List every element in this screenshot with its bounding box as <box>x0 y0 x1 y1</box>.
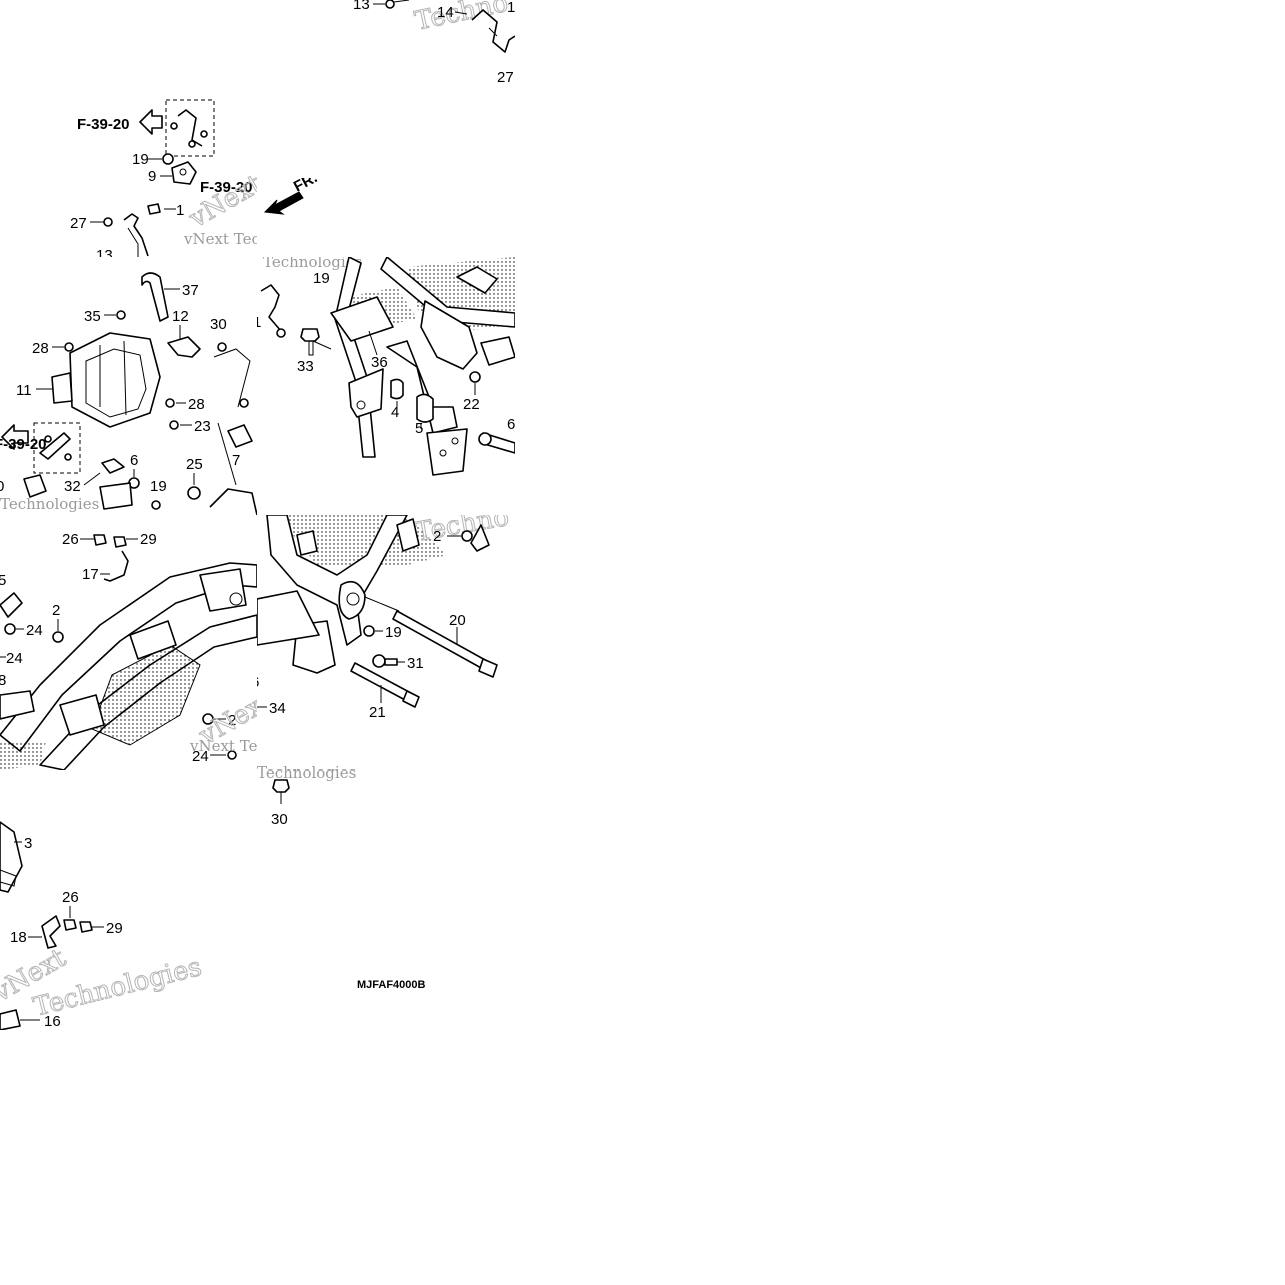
diagram-tile-upper-left: F-39-20 19 9 F-39-20 1 27 13 vNext <box>0 88 257 257</box>
callout-13: 13 <box>353 0 370 13</box>
callout-24: 24 <box>26 622 43 639</box>
arrow-left-icon <box>1 424 29 450</box>
frame-plate <box>426 428 468 476</box>
watermark-text: vNext Tec <box>183 230 257 248</box>
callout-27: 27 <box>497 69 514 86</box>
callout-6: 6 <box>130 452 138 469</box>
callout-19: 19 <box>313 270 330 287</box>
watermark-text: Technologies <box>263 257 362 271</box>
drawing-code: MJFAF4000B <box>357 979 426 991</box>
callout-1: 1 <box>257 314 261 331</box>
callout-12: 12 <box>172 308 189 325</box>
callout-20: 20 <box>449 612 466 629</box>
callout-17: 17 <box>82 566 99 583</box>
callout-28: 28 <box>32 340 49 357</box>
reference-label: F-39-20 <box>77 116 130 133</box>
front-label: FR. <box>291 178 320 196</box>
callout-24: 24 <box>6 650 23 667</box>
callout-6: 6 <box>257 674 259 691</box>
callout-7: 7 <box>232 452 240 469</box>
callout-26: 26 <box>62 531 79 548</box>
callout-31: 31 <box>407 655 424 672</box>
bracket-part <box>69 332 161 428</box>
callout-27: 27 <box>70 215 87 232</box>
callout-3: 3 <box>24 835 32 852</box>
watermark-text: Technologies <box>257 770 356 782</box>
callout-5: 5 <box>0 572 6 589</box>
callout-18: 18 <box>10 929 27 946</box>
callout-36: 36 <box>371 354 388 371</box>
callout-2: 2 <box>433 528 441 545</box>
diagram-tile-bottom-right: Technologies 30 MJFAF4000B <box>257 770 515 1030</box>
callout-24: 24 <box>192 748 209 765</box>
callout-22: 22 <box>463 396 480 413</box>
callout-23: 23 <box>194 418 211 435</box>
callout-2: 2 <box>228 712 236 729</box>
watermark-text: Technologies <box>0 495 99 513</box>
callout-34: 34 <box>269 700 286 717</box>
callout-6: 6 <box>507 416 515 433</box>
callout-5: 5 <box>415 420 423 437</box>
diagram-tile-bottom-left: 3 26 29 18 vNext Technologies 16 <box>0 770 257 1030</box>
diagram-tile-top: Techno 13 14 1 27 <box>257 0 515 88</box>
callout-19: 19 <box>150 478 167 495</box>
callout-1: 1 <box>176 202 184 219</box>
callout-29: 29 <box>140 531 157 548</box>
reference-label: F-39-20 <box>0 436 47 453</box>
callout-13: 13 <box>96 247 113 257</box>
watermark-text: vNext Tec <box>189 737 257 755</box>
callout-28: 28 <box>188 396 205 413</box>
callout-1: 1 <box>507 0 515 16</box>
watermark-text: Techno <box>413 515 511 548</box>
callout-19: 19 <box>385 624 402 641</box>
callout-26: 26 <box>62 889 79 906</box>
callout-25: 25 <box>186 456 203 473</box>
diagram-tile-lower-left: 26 29 17 5 2 24 24 8 2 24 <box>0 515 257 770</box>
frame-member <box>334 257 376 458</box>
diagram-tile-middle-right: Technologies 19 1 33 <box>257 257 515 515</box>
watermark-text: Technologies <box>257 763 356 770</box>
callout-21: 21 <box>369 704 386 721</box>
diagram-tile-lower-right: Techno 2 20 19 31 <box>257 515 515 770</box>
callout-32: 32 <box>64 478 81 495</box>
front-direction-indicator: FR. <box>257 178 327 222</box>
callout-30: 30 <box>271 811 288 828</box>
reference-label: F-39-20 <box>200 179 253 196</box>
callout-37: 37 <box>182 282 199 299</box>
callout-29: 29 <box>106 920 123 937</box>
arrow-left-icon <box>139 109 163 135</box>
callout-4: 4 <box>391 404 399 421</box>
front-arrow-icon <box>263 191 304 215</box>
callout-33: 33 <box>297 358 314 375</box>
callout-16: 16 <box>44 1013 61 1030</box>
callout-2: 2 <box>52 602 60 619</box>
frame-member <box>266 515 408 646</box>
callout-0: 0 <box>0 478 4 495</box>
callout-9: 9 <box>148 168 156 185</box>
callout-11: 11 <box>16 382 32 399</box>
callout-19: 19 <box>132 151 149 168</box>
diagram-tile-middle-left: 37 35 12 30 28 11 28 23 <box>0 257 257 515</box>
callout-30: 30 <box>210 316 227 333</box>
callout-8: 8 <box>0 672 6 689</box>
hose-part <box>141 272 169 322</box>
callout-14: 14 <box>437 4 454 21</box>
callout-35: 35 <box>84 308 101 325</box>
